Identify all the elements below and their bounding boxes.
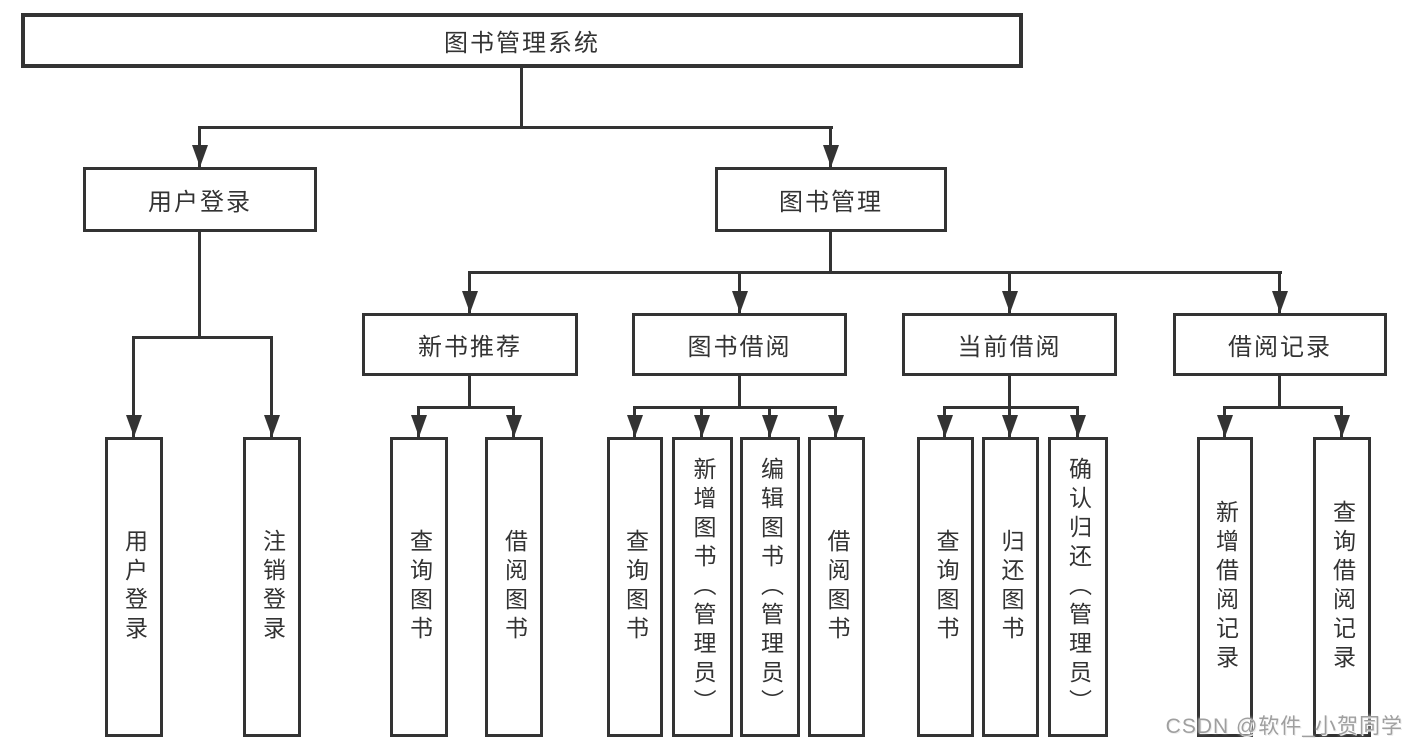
leaf-label: 新增图书（管理员） [690,456,716,718]
connector-line [633,406,837,409]
leaf-label: 编辑图书（管理员） [757,456,784,718]
node-book-management: 图书管理 [715,167,947,232]
node-label: 新书推荐 [418,334,522,361]
connector-line [829,232,832,274]
connector-line [738,376,741,408]
arrow-down-icon [126,415,142,437]
leaf-borrow-book-2: 借阅图书 [808,437,865,737]
arrow-down-icon [828,415,844,437]
arrow-down-icon [1272,291,1288,313]
leaf-user-login: 用户登录 [105,437,163,737]
connector-line [132,336,273,339]
arrow-down-icon [823,145,839,167]
leaf-label: 用户登录 [121,529,148,645]
connector-line [198,126,833,129]
connector-line [468,376,471,408]
leaf-label: 新增借阅记录 [1212,500,1239,674]
leaf-add-book-admin: 新增图书（管理员） [672,437,733,737]
leaf-label: 确认归还（管理员） [1065,456,1092,718]
arrow-down-icon [732,291,748,313]
node-book-borrow: 图书借阅 [632,313,847,376]
node-root-label: 图书管理系统 [444,30,600,57]
arrow-down-icon [1002,291,1018,313]
arrow-down-icon [1002,415,1018,437]
connector-line [468,271,1282,274]
connector-line [520,68,523,129]
arrow-down-icon [1334,415,1350,437]
leaf-query-book-3: 查询图书 [917,437,974,737]
connector-line [1278,376,1281,408]
connector-line [1008,376,1011,408]
connector-line [1223,406,1343,409]
leaf-query-book-2: 查询图书 [607,437,663,737]
arrow-down-icon [1070,415,1086,437]
connector-line [132,336,135,437]
connector-line [198,232,201,339]
leaf-label: 借阅图书 [501,529,528,645]
arrow-down-icon [462,291,478,313]
leaf-add-borrow-record: 新增借阅记录 [1197,437,1253,737]
leaf-label: 查询借阅记录 [1329,500,1356,674]
leaf-borrow-book-1: 借阅图书 [485,437,543,737]
watermark: CSDN @软件_小贺同学 [1165,715,1403,738]
node-label: 借阅记录 [1228,334,1332,361]
arrow-down-icon [937,415,953,437]
arrow-down-icon [762,415,778,437]
arrow-down-icon [694,415,710,437]
leaf-label: 注销登录 [259,529,286,645]
arrow-down-icon [192,145,208,167]
node-label: 图书借阅 [687,334,792,361]
node-label: 图书管理 [779,189,883,216]
arrow-down-icon [506,415,522,437]
node-label: 当前借阅 [957,334,1062,361]
leaf-label: 借阅图书 [824,529,850,645]
node-label: 用户登录 [148,189,252,216]
leaf-logout: 注销登录 [243,437,301,737]
node-root: 图书管理系统 [21,13,1023,68]
leaf-label: 归还图书 [998,529,1024,645]
leaf-query-book-1: 查询图书 [390,437,448,737]
arrow-down-icon [627,415,643,437]
node-user-login: 用户登录 [83,167,317,232]
arrow-down-icon [411,415,427,437]
connector-line [417,406,515,409]
arrow-down-icon [264,415,280,437]
leaf-label: 查询图书 [933,529,959,645]
connector-line [943,406,1079,409]
leaf-label: 查询图书 [622,529,649,645]
leaf-confirm-return-admin: 确认归还（管理员） [1048,437,1108,737]
leaf-edit-book-admin: 编辑图书（管理员） [740,437,800,737]
node-borrow-records: 借阅记录 [1173,313,1387,376]
arrow-down-icon [1217,415,1233,437]
leaf-label: 查询图书 [406,529,433,645]
leaf-return-book: 归还图书 [982,437,1039,737]
connector-line [270,336,273,437]
leaf-query-borrow-record: 查询借阅记录 [1313,437,1371,737]
node-current-borrow: 当前借阅 [902,313,1117,376]
node-new-book-recommend: 新书推荐 [362,313,578,376]
